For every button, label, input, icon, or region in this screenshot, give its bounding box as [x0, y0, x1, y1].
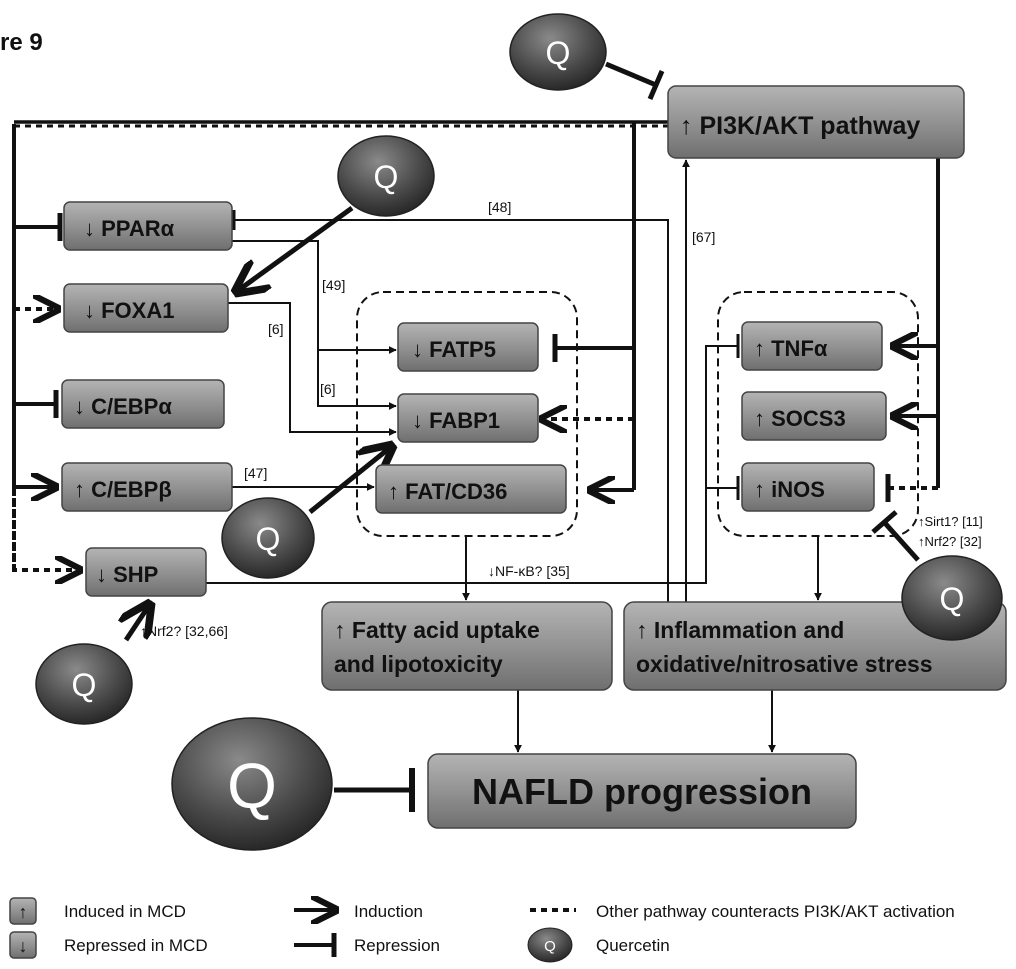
legend-repressed-symbol: ↓ — [19, 936, 28, 956]
quercetin-fabp: Q — [221, 497, 315, 579]
node-labels: ↑ PI3K/AKT pathway ↓ PPARα ↓ FOXA1 ↓ C/E… — [74, 112, 933, 812]
quercetin-inos-icon — [901, 555, 1003, 641]
ppara-box — [63, 201, 233, 251]
nfkb-label: ↓NF-κB? [35] — [488, 563, 570, 579]
ppara-to-fatp5 — [232, 240, 397, 354]
q-top-tbar — [647, 70, 665, 100]
q-inos-tbar — [871, 510, 898, 534]
quercetin-fabp-letter: Q — [256, 521, 281, 557]
inflammation-box — [623, 601, 1007, 691]
q-shp-to-shp — [126, 604, 150, 642]
nrf2-shp-label: ↑Nrf2? [32,66] — [140, 623, 228, 639]
quercetin-mid-icon — [337, 135, 435, 217]
tnfa-box — [741, 321, 883, 371]
pi3k-box — [667, 85, 965, 159]
fatp5-label: ↓ FATP5 — [412, 337, 496, 362]
nrf2-inos-label: ↑Nrf2? [32] — [918, 534, 982, 549]
quercetin-mid-letter: Q — [374, 159, 399, 195]
nafld-label: NAFLD progression — [472, 771, 812, 812]
node-boxes — [61, 85, 1007, 829]
quercetin-top-icon — [509, 13, 607, 91]
inflammation-gene-cluster — [717, 291, 919, 537]
fabp1-label: ↓ FABP1 — [412, 408, 500, 433]
inos-box — [741, 462, 875, 512]
cebpa-label: ↓ C/EBPα — [74, 394, 172, 419]
cebpb-label: ↑ C/EBPβ — [74, 477, 172, 502]
shp-label: ↓ SHP — [96, 562, 158, 587]
legend-induced-icon — [9, 897, 37, 925]
quercetin-fabp-icon — [221, 497, 315, 579]
quercetin-top-letter: Q — [546, 35, 571, 71]
ref-48-label: [48] — [488, 199, 511, 215]
foxa1-label: ↓ FOXA1 — [84, 298, 174, 323]
legend: ↑ Induced in MCD ↓ Repressed in MCD Indu… — [9, 897, 955, 963]
legend-induced-symbol: ↑ — [19, 902, 28, 922]
quercetin-inos-letter: Q — [940, 581, 965, 617]
inflammation-line2: oxidative/nitrosative stress — [636, 651, 933, 677]
ppara-48-line — [234, 219, 669, 603]
ref-6a-label: [6] — [268, 321, 284, 337]
fatty-acid-box — [321, 601, 613, 691]
quercetin-inos: Q — [901, 555, 1003, 641]
pi3k-label: ↑ PI3K/AKT pathway — [680, 112, 920, 140]
ref-47-label: [47] — [244, 465, 267, 481]
fatp5-box — [397, 322, 539, 372]
fatty-acid-line2: and lipotoxicity — [334, 651, 503, 677]
figure-label: re 9 — [0, 29, 43, 56]
connectors — [12, 61, 940, 812]
fabp1-box — [397, 393, 539, 443]
ppara-label: ↓ PPARα — [84, 216, 175, 241]
quercetin-shp-letter: Q — [72, 667, 97, 703]
fatty-acid-line1: ↑ Fatty acid uptake — [334, 617, 540, 643]
q-top-to-pi3k — [605, 61, 657, 88]
quercetin-shp: Q — [35, 643, 133, 725]
legend-repressed-icon — [9, 931, 37, 959]
quercetin-top: Q — [509, 13, 607, 91]
foxa1-to-fabp1-b — [317, 350, 397, 410]
legend-repressed-label: Repressed in MCD — [64, 936, 208, 955]
fatcd36-label: ↑ FAT/CD36 — [388, 479, 507, 504]
q-mid-to-foxa1 — [236, 205, 354, 292]
foxa1-box — [63, 283, 229, 333]
sirt1-label: ↑Sirt1? [11] — [918, 514, 983, 529]
fatcd36-box — [375, 464, 567, 514]
q-bottom-to-fabp1 — [308, 446, 392, 514]
legend-induced-label: Induced in MCD — [64, 902, 186, 921]
legend-other-pathway-label: Other pathway counteracts PI3K/AKT activ… — [596, 902, 955, 921]
socs3-label: ↑ SOCS3 — [754, 406, 846, 431]
cebpb-box — [61, 462, 233, 512]
socs3-box — [741, 391, 887, 441]
legend-quercetin-label: Quercetin — [596, 936, 670, 955]
legend-induction-label: Induction — [354, 902, 423, 921]
lipid-gene-cluster — [356, 291, 578, 537]
quercetin-big: Q — [171, 717, 333, 851]
q-inos-to-inos — [882, 520, 920, 562]
cebpa-box — [61, 379, 225, 429]
quercetin-mid: Q — [337, 135, 435, 217]
legend-quercetin-icon — [527, 927, 573, 963]
ref-6b-label: [6] — [320, 381, 336, 397]
nafld-box — [427, 753, 857, 829]
inflammation-line1: ↑ Inflammation and — [636, 617, 844, 643]
legend-repression-label: Repression — [354, 936, 440, 955]
legend-quercetin-letter: Q — [544, 938, 556, 955]
inos-label: ↑ iNOS — [754, 477, 825, 502]
quercetin-big-icon — [171, 717, 333, 851]
bus-to-shp — [12, 490, 80, 570]
quercetin-big-letter: Q — [227, 750, 277, 822]
foxa1-to-fabp1 — [228, 302, 397, 436]
shp-to-tnfa — [206, 345, 738, 584]
quercetin-shp-icon — [35, 643, 133, 725]
ref-49-label: [49] — [322, 277, 345, 293]
tnfa-label: ↑ TNFα — [754, 336, 828, 361]
edge-labels: [48] [67] [49] [6] [6] [47] ↓NF-κB? [35]… — [0, 29, 983, 639]
shp-box — [85, 547, 207, 597]
ref-67-label: [67] — [692, 229, 715, 245]
